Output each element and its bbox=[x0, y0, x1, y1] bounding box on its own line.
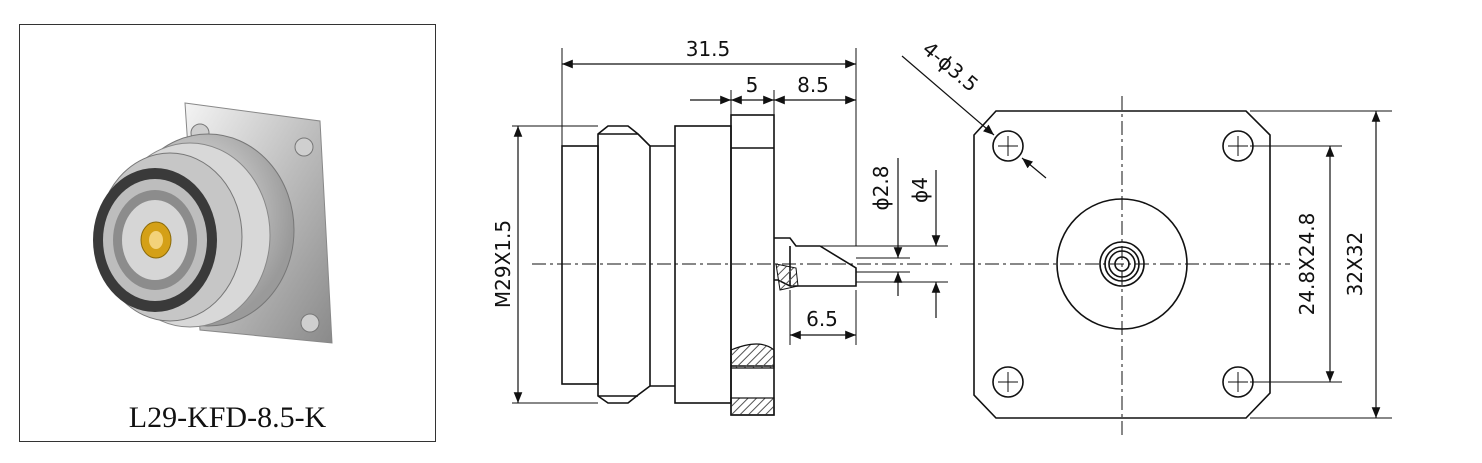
dim-pin-length: 6.5 bbox=[806, 307, 838, 331]
side-view bbox=[561, 114, 857, 416]
side-extension-lines bbox=[512, 48, 948, 404]
flange-section bbox=[730, 114, 775, 416]
dim-pin-diameter: ϕ2.8 bbox=[869, 166, 893, 211]
side-dimension-lines bbox=[513, 59, 941, 403]
product-model-label: L29-KFD-8.5-K bbox=[128, 401, 327, 434]
dim-hole-spec: 4-ϕ3.5 bbox=[918, 37, 983, 97]
mount-hole-bottom-left bbox=[992, 366, 1024, 398]
section-hatch-lower bbox=[730, 397, 775, 416]
pin-hatch bbox=[775, 263, 799, 291]
flange-screw-top-right bbox=[294, 137, 314, 157]
product-photo-panel: L29-KFD-8.5-K bbox=[19, 24, 436, 442]
front-flange-outline bbox=[973, 110, 1271, 419]
front-dimension-lines bbox=[901, 55, 1381, 418]
dim-overall-length: 31.5 bbox=[686, 37, 731, 61]
dim-rear-length: 8.5 bbox=[797, 73, 829, 97]
mount-hole-top-left bbox=[992, 130, 1024, 162]
front-nut-section bbox=[561, 145, 599, 385]
dim-pin-diameter-outer: ϕ4 bbox=[908, 177, 932, 203]
section-hatch-upper bbox=[730, 343, 775, 369]
connector-photo bbox=[93, 102, 333, 344]
hole-crosshairs bbox=[998, 136, 1248, 392]
dim-flange-thickness: 5 bbox=[746, 73, 759, 97]
dim-hole-spacing: 24.8X24.8 bbox=[1295, 213, 1319, 316]
dim-thread: M29X1.5 bbox=[491, 220, 515, 308]
flange-screw-bottom-right bbox=[300, 313, 320, 333]
dim-flange-size: 32X32 bbox=[1343, 232, 1367, 297]
